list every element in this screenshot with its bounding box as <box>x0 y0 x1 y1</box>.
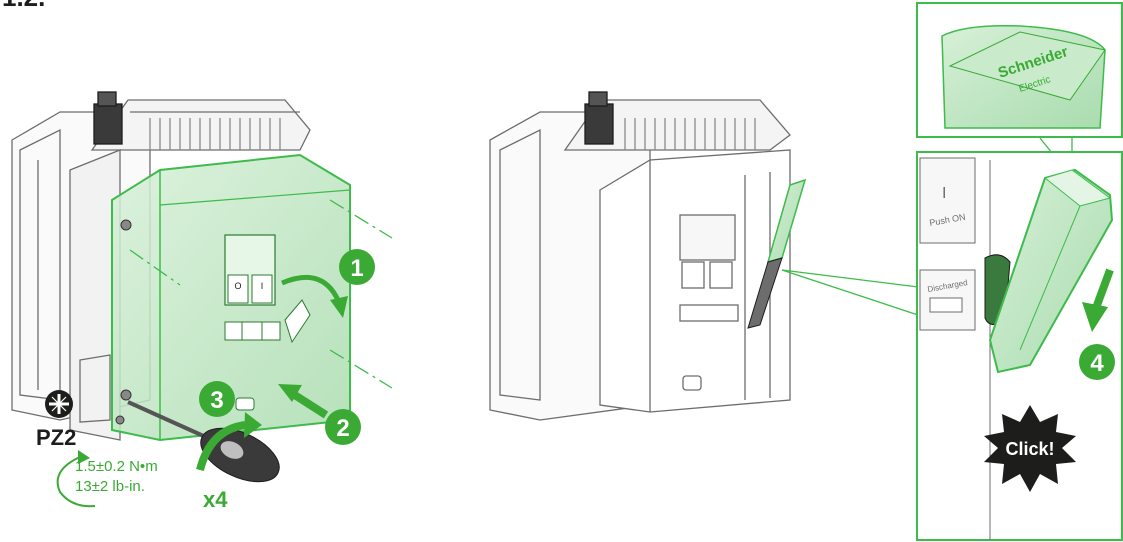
green-handle-middle <box>747 178 807 329</box>
push-arrow-head <box>278 384 302 402</box>
insert-arrow-head <box>1082 302 1108 332</box>
step-marker-4: 4 <box>1079 344 1115 380</box>
green-cover-left: O I <box>111 153 351 442</box>
click-starburst: Click! <box>984 405 1076 492</box>
middle-breaker-illustration <box>489 91 791 421</box>
step-marker-2: 2 <box>325 409 361 445</box>
push-arrow <box>287 388 329 419</box>
step-number-3: 3 <box>210 387 223 414</box>
torque-metric: 1.5±0.2 N•m <box>75 458 158 475</box>
screwdriver <box>127 400 280 483</box>
zoom-panel-bottom: I Push ON Discharged <box>916 151 1123 541</box>
insert-arrow <box>1092 268 1114 310</box>
rotation-arrow-head <box>330 296 348 318</box>
tighten-arrow <box>196 421 246 472</box>
rotation-arrow <box>281 274 343 306</box>
pozidriv-bit-icon <box>45 390 73 418</box>
step-number-4: 4 <box>1090 350 1104 377</box>
on-button-label: I <box>261 281 264 291</box>
tighten-arrow-head <box>244 412 262 438</box>
torque-arrow-icon <box>56 455 96 508</box>
page-heading: 1.2. <box>2 0 45 12</box>
torque-imperial: 13±2 lb-in. <box>75 478 145 495</box>
on-button-symbol: I <box>942 185 946 202</box>
left-breaker-illustration <box>11 91 311 441</box>
step-marker-3: 3 <box>199 381 235 417</box>
guide-lines <box>129 199 393 389</box>
zoom-connector-lines <box>781 269 919 316</box>
zoom-panel-top: Schneider Electric <box>916 2 1123 138</box>
off-button-label: O <box>234 281 241 291</box>
torque-arrow-head <box>78 450 90 464</box>
click-label: Click! <box>1005 439 1054 459</box>
step-marker-1: 1 <box>339 249 375 285</box>
step-number-2: 2 <box>336 415 349 442</box>
bit-label: PZ2 <box>36 425 76 450</box>
repeat-count: x4 <box>203 487 228 512</box>
step-number-1: 1 <box>350 255 363 282</box>
